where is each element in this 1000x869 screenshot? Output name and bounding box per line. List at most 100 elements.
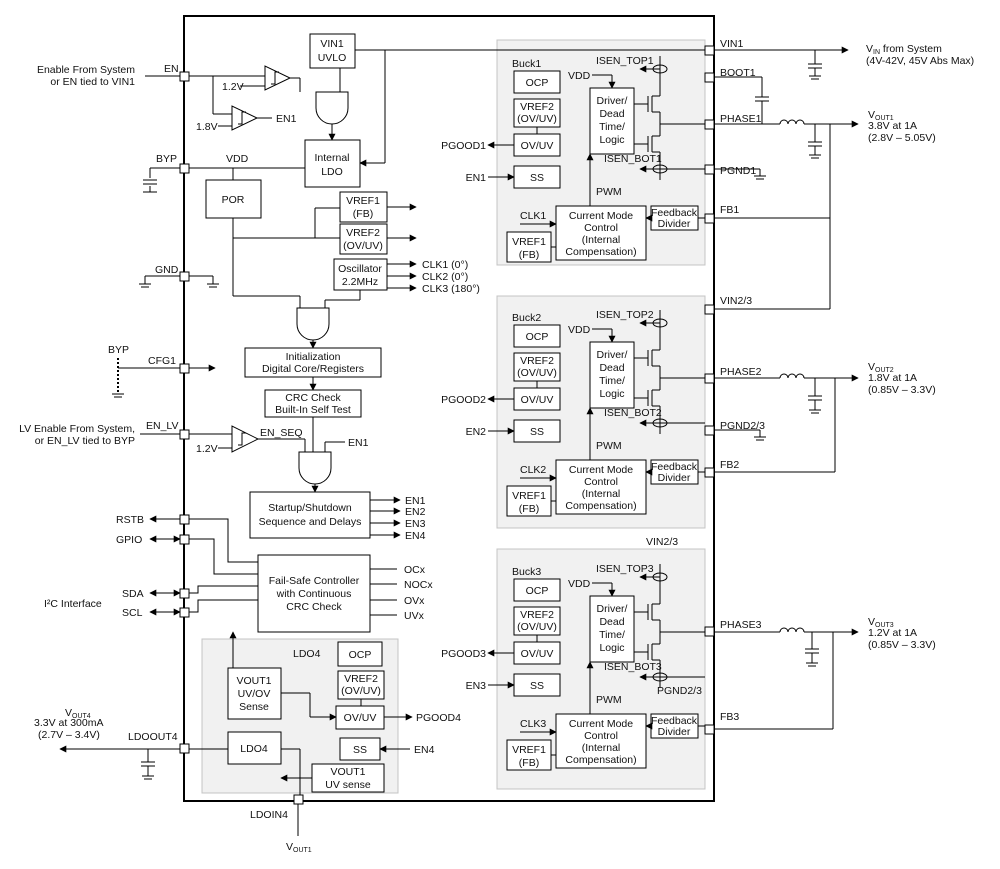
- init-block: [244, 347, 382, 378]
- svg-text:Driver/: Driver/: [597, 349, 628, 361]
- svg-text:Divider: Divider: [658, 218, 691, 230]
- svg-text:Dead: Dead: [599, 362, 624, 374]
- vref1-fb-block: [339, 191, 388, 223]
- buck3-driver-block: [589, 595, 635, 663]
- pin-sda: [179, 588, 190, 599]
- svg-text:Compensation): Compensation): [565, 246, 636, 258]
- vout3-range: (0.85V – 3.3V): [868, 639, 936, 651]
- svg-text:VREF2: VREF2: [520, 355, 554, 367]
- buck2-clk-label: CLK2: [520, 464, 546, 476]
- buck1-fbdiv-block: [650, 205, 699, 231]
- svg-text:LDO4: LDO4: [240, 743, 268, 755]
- svg-text:SS: SS: [353, 744, 367, 756]
- svg-text:(FB): (FB): [519, 757, 539, 769]
- buck1-ocp-block: [513, 70, 561, 94]
- svg-text:PGND1: PGND1: [720, 165, 756, 177]
- svg-text:VREF1: VREF1: [512, 744, 546, 756]
- svg-text:(OV/UV): (OV/UV): [343, 240, 383, 252]
- pin-phase1: [704, 119, 715, 130]
- buck2-internals: Buck2OCPVREF2(OV/UV)OV/UVPGOOD2SSEN2Driv…: [441, 309, 705, 517]
- vdd-label: VDD: [226, 153, 249, 165]
- pin-ldoin4: [293, 794, 304, 805]
- en1-ref-label: 1.8V: [196, 121, 218, 133]
- seq-out-en1: EN1: [405, 495, 426, 507]
- pin-pgnd23: [704, 425, 715, 436]
- pin-ldoin4-label: LDOIN4: [250, 809, 288, 821]
- buck3-vref1-block: [506, 739, 552, 771]
- vout2-output: VOUT2 1.8V at 1A (0.85V – 3.3V): [714, 218, 936, 473]
- svg-text:UVLO: UVLO: [318, 52, 347, 64]
- svg-text:Fail-Safe Controller: Fail-Safe Controller: [269, 575, 360, 587]
- svg-text:Internal: Internal: [314, 152, 349, 164]
- svg-text:Control: Control: [584, 730, 618, 742]
- buck3-title: Buck3: [512, 566, 541, 578]
- en4-label: EN4: [414, 744, 435, 756]
- buck1-pgood-label: PGOOD1: [441, 140, 486, 152]
- internal-ldo-block: [304, 139, 361, 188]
- svg-text:Sense: Sense: [239, 701, 269, 713]
- vin-range-label: (4V-42V, 45V Abs Max): [866, 55, 974, 67]
- fs-uvx: UVx: [404, 610, 425, 622]
- buck2-isen-bot-label: ISEN_BOT2: [604, 407, 662, 419]
- ldo4-ocp-block: [337, 641, 383, 667]
- svg-text:VIN1: VIN1: [320, 38, 344, 50]
- clk3-label: CLK3 (180°): [422, 283, 480, 295]
- svg-text:Built-In Self Test: Built-In Self Test: [275, 404, 351, 416]
- ldoout4-section: LDOOUT4 VOUT4 3.3V at 300mA (2.7V – 3.4V…: [34, 707, 228, 780]
- svg-text:VIN1: VIN1: [720, 38, 744, 50]
- seq-outputs: EN1 EN2 EN3 EN4: [370, 495, 426, 542]
- svg-text:(Internal: (Internal: [582, 488, 621, 500]
- svg-text:CRC Check: CRC Check: [286, 601, 342, 613]
- clk2-label: CLK2 (0°): [422, 271, 468, 283]
- svg-text:LDO: LDO: [321, 166, 343, 178]
- ldo4-sense-block: [227, 667, 282, 720]
- svg-text:Feedback: Feedback: [651, 715, 698, 727]
- ldo4-uvsense-block: [311, 763, 385, 793]
- svg-text:FB3: FB3: [720, 711, 739, 723]
- buck3-en-label: EN3: [466, 680, 487, 692]
- vout1-bottom-label: VOUT1: [286, 841, 312, 854]
- vout1-range: (2.8V – 5.05V): [868, 132, 936, 144]
- svg-text:SS: SS: [530, 172, 544, 184]
- failsafe-outputs: OCx NOCx OVx UVx: [370, 564, 433, 622]
- svg-text:VREF1: VREF1: [512, 236, 546, 248]
- por-block: [205, 179, 262, 219]
- buck2-vref1-block: [506, 485, 552, 517]
- pin-byp: [179, 163, 190, 174]
- vout1-label: VOUT1: [868, 109, 894, 122]
- svg-text:PHASE1: PHASE1: [720, 113, 762, 125]
- buck1-title: Buck1: [512, 58, 541, 70]
- pin-en-lv-label: EN_LV: [146, 420, 179, 432]
- svg-text:Oscillator: Oscillator: [338, 263, 382, 275]
- buck1-driver-block: [589, 87, 635, 155]
- svg-text:Divider: Divider: [658, 472, 691, 484]
- pin-cfg1: [179, 363, 190, 374]
- failsafe-block: [257, 554, 371, 633]
- buck1-clk-label: CLK1: [520, 210, 546, 222]
- svg-text:VREF2: VREF2: [346, 227, 380, 239]
- buck3-vin23-label: VIN2/3: [646, 536, 678, 548]
- svg-text:Compensation): Compensation): [565, 754, 636, 766]
- svg-text:Divider: Divider: [658, 726, 691, 738]
- svg-text:Digital Core/Registers: Digital Core/Registers: [262, 363, 364, 375]
- svg-text:OV/UV: OV/UV: [344, 712, 377, 724]
- vout1-spec: 3.8V at 1A: [868, 120, 917, 132]
- buck3-ocp-block: [513, 578, 561, 602]
- buck1-isen-top-label: ISEN_TOP1: [596, 55, 654, 67]
- vout2-spec: 1.8V at 1A: [868, 372, 917, 384]
- pin-gnd: [179, 271, 190, 282]
- pin-rstb: [179, 514, 190, 525]
- enable-system-label: Enable From System: [37, 64, 135, 76]
- svg-text:Startup/Shutdown: Startup/Shutdown: [268, 502, 352, 514]
- svg-text:Current Mode: Current Mode: [569, 718, 633, 730]
- pin-scl-label: SCL: [122, 607, 143, 619]
- vout3-label: VOUT3: [868, 616, 894, 629]
- svg-text:CRC Check: CRC Check: [285, 392, 341, 404]
- ldoin4-section: LDOIN4 VOUT1: [250, 794, 312, 854]
- svg-text:OCP: OCP: [526, 77, 549, 89]
- svg-text:(Internal: (Internal: [582, 234, 621, 246]
- enable-tied-label: or EN tied to VIN1: [50, 76, 135, 88]
- buck1-en-label: EN1: [466, 172, 487, 184]
- svg-text:VREF2: VREF2: [520, 101, 554, 113]
- seq-out-en3: EN3: [405, 518, 426, 530]
